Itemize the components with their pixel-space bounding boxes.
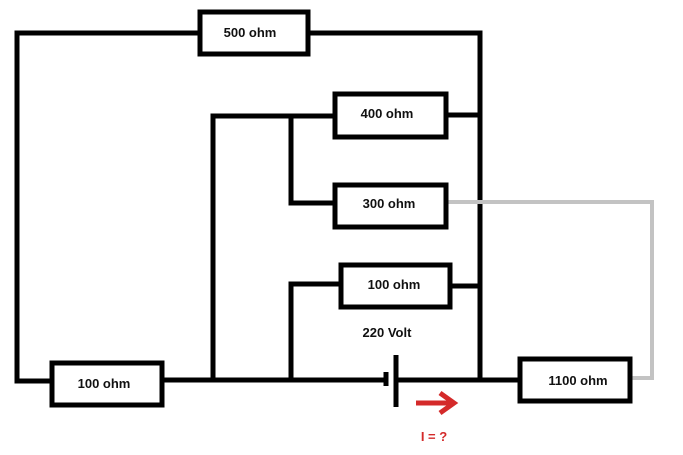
resistor-500: 500 ohm	[197, 9, 311, 57]
resistor-300: 300 ohm	[332, 182, 449, 230]
resistor-1100-label: 1100 ohm	[548, 373, 607, 388]
resistor-1100: 1100 ohm	[517, 356, 633, 404]
current-label: I = ?	[421, 429, 447, 444]
gray-wire	[447, 200, 654, 380]
wire-top-right	[305, 30, 483, 383]
wire-inner-left	[210, 113, 338, 383]
battery: 220 Volt	[363, 325, 413, 407]
resistor-100-series: 100 ohm	[49, 360, 165, 408]
current-arrow-icon	[416, 390, 459, 416]
resistor-100-branch-label: 100 ohm	[368, 277, 421, 292]
resistor-100-series-label: 100 ohm	[78, 376, 131, 391]
wire-top-left	[14, 30, 203, 384]
voltage-label: 220 Volt	[363, 325, 413, 340]
wires	[14, 30, 523, 384]
resistor-400: 400 ohm	[332, 91, 449, 140]
wire-300-left	[288, 113, 338, 206]
resistor-300-label: 300 ohm	[363, 196, 416, 211]
resistor-400-label: 400 ohm	[361, 106, 414, 121]
resistor-100-branch: 100 ohm	[338, 262, 453, 310]
resistor-500-label: 500 ohm	[224, 25, 277, 40]
wire-100-left	[288, 281, 344, 383]
